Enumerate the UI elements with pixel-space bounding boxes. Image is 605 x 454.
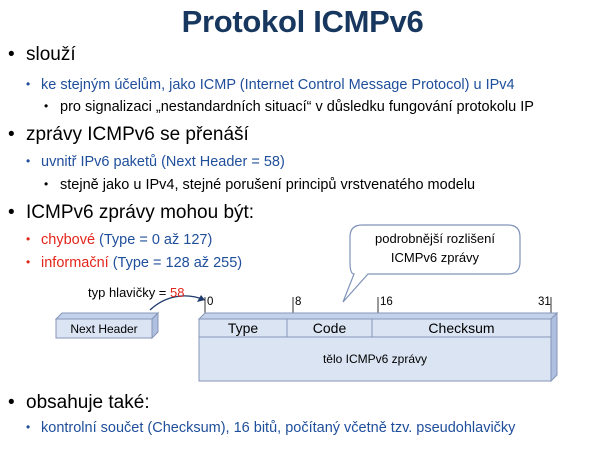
info-type-range: (Type = 128 až 255): [108, 255, 243, 271]
tick-label-16: 16: [380, 296, 393, 308]
bullet-4-text: obsahuje také:: [26, 392, 150, 413]
bullet-2-text: zprávy ICMPv6 se přenáší: [26, 124, 249, 145]
next-header-box-front: [55, 318, 153, 339]
header-type-label: typ hlavičky = 58: [88, 285, 184, 300]
field-code: Code: [312, 320, 347, 336]
packet-side-face: [550, 311, 558, 383]
callout-line-2: ICMPv6 zprávy: [390, 250, 480, 265]
bullet-1-1-1-text: pro signalizaci „nestandardních situací“…: [60, 99, 534, 115]
message-body: [198, 336, 552, 382]
field-checksum: Checksum: [428, 320, 495, 336]
slide-title: Protokol ICMPv6: [181, 4, 424, 39]
next-header-label: Next Header: [70, 321, 138, 336]
field-type: Type: [227, 320, 259, 336]
message-body-label: tělo ICMPv6 zprávy: [322, 352, 428, 366]
info-type-label: informační: [41, 255, 109, 271]
tick-label-31: 31: [538, 296, 551, 308]
bullet-3-text: ICMPv6 zprávy mohou být:: [26, 202, 255, 223]
bullet-2-1-1-text: stejně jako u IPv4, stejné porušení prin…: [60, 177, 476, 193]
bullet-1-text: slouží: [26, 44, 76, 65]
header-type-text: typ hlavičky =: [88, 285, 171, 300]
bullet-4-1-text: kontrolní součet (Checksum), 16 bitů, po…: [41, 420, 516, 436]
bullet-2-1-text: uvnitř IPv6 paketů (Next Header = 58): [41, 154, 285, 170]
tick-label-0: 0: [207, 296, 214, 308]
callout-line-1: podrobnější rozlišení: [375, 231, 495, 246]
arrow-head: [197, 295, 205, 302]
bullet-1-1-text: ke stejným účelům, jako ICMP (Internet C…: [41, 77, 515, 93]
tick-label-8: 8: [295, 296, 302, 308]
header-type-value: 58: [170, 285, 185, 300]
callout-bubble: [342, 224, 521, 303]
error-type-range: (Type = 0 až 127): [95, 232, 213, 248]
error-type-label: chybové: [41, 232, 96, 248]
